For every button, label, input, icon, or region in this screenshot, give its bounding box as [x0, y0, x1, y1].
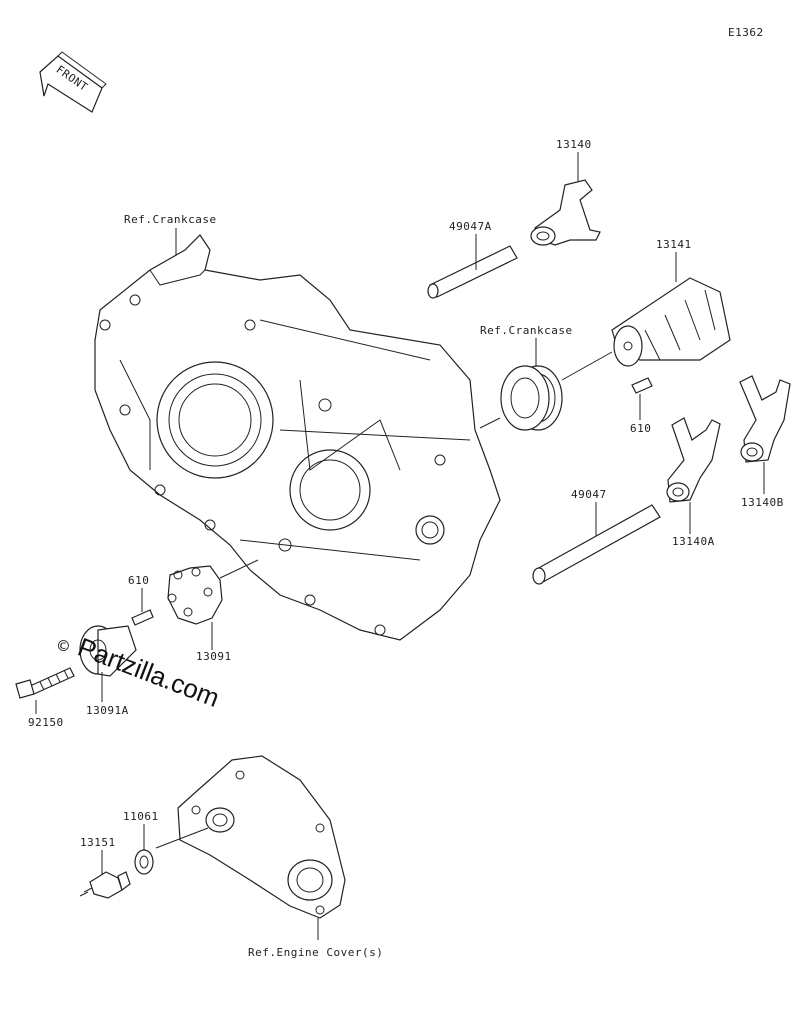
label-ref-crankcase-1: Ref.Crankcase	[124, 213, 217, 226]
washer-11061	[134, 849, 154, 875]
leader-line	[155, 827, 209, 849]
label-13140: 13140	[556, 138, 592, 151]
shift-fork-13140B	[739, 375, 791, 463]
engine-cover-illustration	[177, 755, 346, 919]
shift-fork-13140	[530, 179, 601, 246]
label-13140B: 13140B	[741, 496, 784, 509]
label-ref-crankcase-2: Ref.Crankcase	[480, 324, 573, 337]
label-13140A: 13140A	[672, 535, 715, 548]
copyright-icon: ©	[58, 636, 69, 657]
label-92150: 92150	[28, 716, 64, 729]
shift-drum-13141	[611, 277, 731, 367]
shift-cam-13091	[167, 565, 223, 625]
bearing-illustration	[500, 365, 563, 431]
pin-610-left	[131, 609, 154, 626]
diagram-code: E1362	[728, 26, 764, 39]
leader-line	[219, 559, 259, 579]
label-ref-engine-cover: Ref.Engine Cover(s)	[248, 946, 383, 959]
bolt-92150	[15, 667, 75, 699]
label-13091A: 13091A	[86, 704, 129, 717]
leader-line	[479, 417, 501, 429]
label-49047: 49047	[571, 488, 607, 501]
shaft-49047	[532, 504, 661, 585]
leader-line	[561, 351, 613, 381]
crankcase-illustration	[94, 234, 501, 641]
pin-610-right	[631, 377, 653, 394]
label-13091: 13091	[196, 650, 232, 663]
shift-fork-13140A	[666, 417, 721, 503]
shaft-49047A	[427, 245, 518, 299]
label-610-right: 610	[630, 422, 651, 435]
label-13151: 13151	[80, 836, 116, 849]
switch-13151	[79, 871, 131, 899]
label-13141: 13141	[656, 238, 692, 251]
label-49047A: 49047A	[449, 220, 492, 233]
cam-plate-13091A	[79, 625, 137, 677]
label-11061: 11061	[123, 810, 159, 823]
front-arrow-icon: FRONT	[39, 51, 107, 113]
label-610-left: 610	[128, 574, 149, 587]
